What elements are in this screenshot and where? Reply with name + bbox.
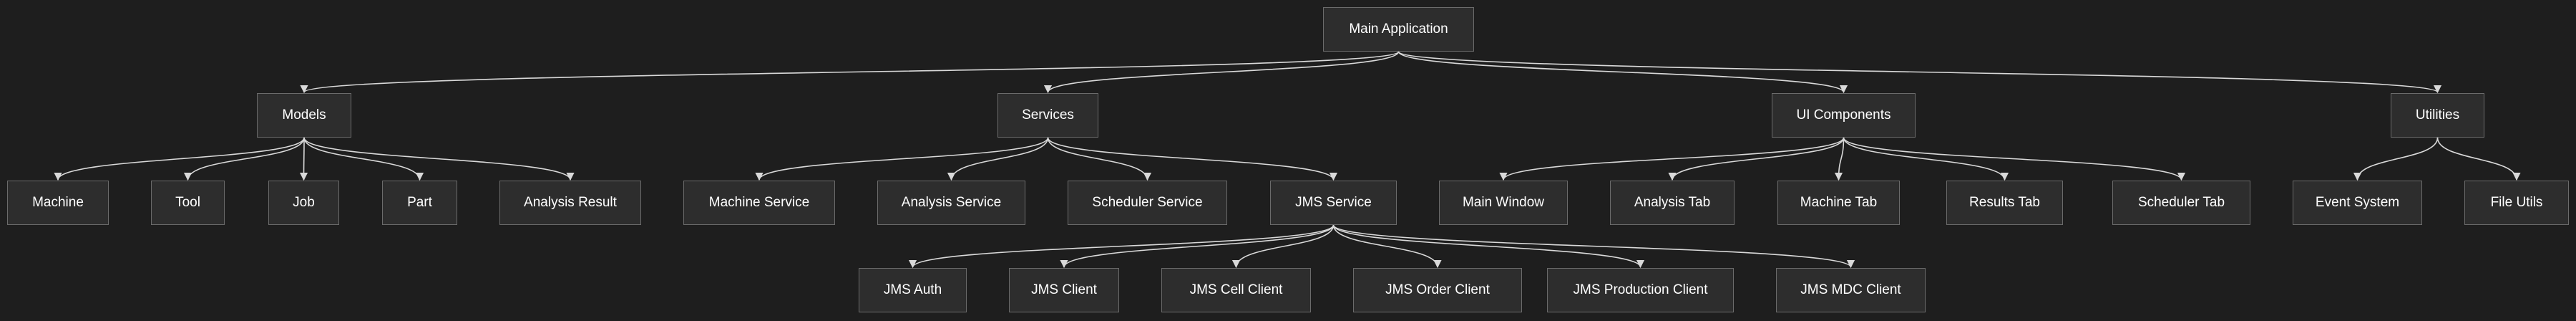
edge-services-to-analysis-service bbox=[947, 137, 1049, 181]
node-event-system[interactable]: Event System bbox=[2293, 181, 2422, 225]
edge-utilities-to-file-utils bbox=[2436, 137, 2521, 181]
edge-ui-components-to-analysis-tab bbox=[1668, 137, 1845, 181]
edge-models-to-job bbox=[299, 137, 308, 181]
node-analysis-result[interactable]: Analysis Result bbox=[499, 181, 641, 225]
node-scheduler-service[interactable]: Scheduler Service bbox=[1068, 181, 1227, 225]
edge-jms-service-to-jms-cell-client bbox=[1231, 224, 1335, 269]
edge-services-to-machine-service bbox=[755, 137, 1049, 181]
node-jms-auth[interactable]: JMS Auth bbox=[859, 268, 967, 312]
edge-jms-service-to-jms-client bbox=[1060, 224, 1335, 269]
edge-utilities-to-event-system bbox=[2353, 137, 2439, 181]
edge-ui-components-to-machine-tab bbox=[1834, 137, 1845, 181]
edge-jms-service-to-jms-production-client bbox=[1332, 224, 1644, 269]
node-tool[interactable]: Tool bbox=[151, 181, 225, 225]
edge-ui-components-to-scheduler-tab bbox=[1843, 137, 2185, 181]
edge-services-to-scheduler-service bbox=[1047, 137, 1152, 181]
edge-jms-service-to-jms-order-client bbox=[1332, 224, 1442, 269]
node-jms-client[interactable]: JMS Client bbox=[1009, 268, 1119, 312]
node-file-utils[interactable]: File Utils bbox=[2464, 181, 2569, 225]
node-machine[interactable]: Machine bbox=[7, 181, 109, 225]
node-ui-components[interactable]: UI Components bbox=[1772, 93, 1916, 138]
edge-main-application-to-utilities bbox=[1397, 51, 2441, 94]
node-jms-production-client[interactable]: JMS Production Client bbox=[1547, 268, 1734, 312]
node-machine-service[interactable]: Machine Service bbox=[683, 181, 835, 225]
edge-services-to-jms-service bbox=[1047, 137, 1337, 181]
edge-models-to-tool bbox=[183, 137, 305, 181]
node-jms-service[interactable]: JMS Service bbox=[1270, 181, 1397, 225]
node-results-tab[interactable]: Results Tab bbox=[1946, 181, 2063, 225]
node-jms-cell-client[interactable]: JMS Cell Client bbox=[1161, 268, 1311, 312]
node-machine-tab[interactable]: Machine Tab bbox=[1777, 181, 1900, 225]
edge-main-application-to-ui-components bbox=[1397, 51, 1848, 94]
node-jms-mdc-client[interactable]: JMS MDC Client bbox=[1776, 268, 1926, 312]
edge-ui-components-to-results-tab bbox=[1843, 137, 2009, 181]
node-main-application[interactable]: Main Application bbox=[1323, 7, 1474, 52]
edge-main-application-to-services bbox=[1044, 51, 1400, 94]
edge-models-to-analysis-result bbox=[303, 137, 575, 181]
node-analysis-service[interactable]: Analysis Service bbox=[877, 181, 1025, 225]
node-services[interactable]: Services bbox=[997, 93, 1098, 138]
node-scheduler-tab[interactable]: Scheduler Tab bbox=[2112, 181, 2250, 225]
edge-main-application-to-models bbox=[300, 51, 1400, 94]
node-job[interactable]: Job bbox=[268, 181, 339, 225]
edge-jms-service-to-jms-mdc-client bbox=[1332, 224, 1855, 269]
node-analysis-tab[interactable]: Analysis Tab bbox=[1610, 181, 1735, 225]
node-jms-order-client[interactable]: JMS Order Client bbox=[1353, 268, 1522, 312]
edge-jms-service-to-jms-auth bbox=[909, 224, 1335, 269]
edge-ui-components-to-main-window bbox=[1499, 137, 1845, 181]
node-utilities[interactable]: Utilities bbox=[2391, 93, 2484, 138]
node-main-window[interactable]: Main Window bbox=[1439, 181, 1568, 225]
edge-models-to-machine bbox=[54, 137, 305, 181]
node-part[interactable]: Part bbox=[382, 181, 457, 225]
node-models[interactable]: Models bbox=[257, 93, 351, 138]
edge-models-to-part bbox=[303, 137, 424, 181]
